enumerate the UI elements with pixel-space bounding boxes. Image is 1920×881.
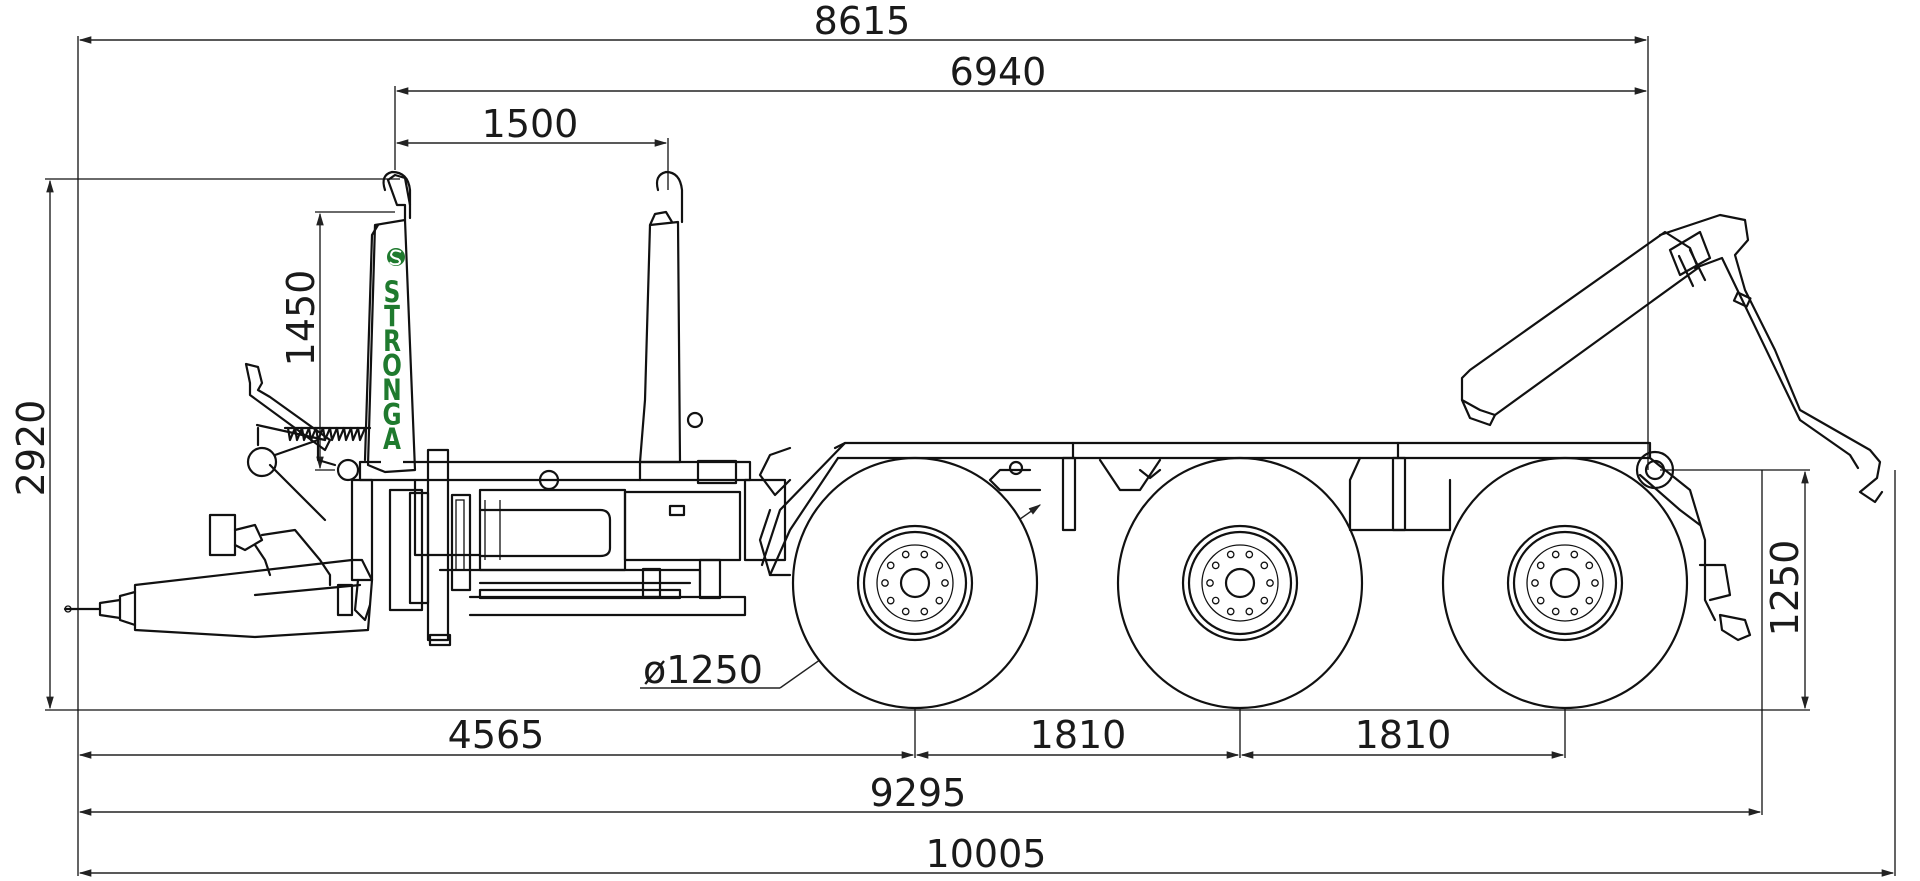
wheel-bolt xyxy=(901,550,910,559)
wheel-bolt xyxy=(941,579,949,587)
wheel-bolt xyxy=(920,550,929,559)
stronga-s-logo xyxy=(387,248,405,266)
body-and-drawbar xyxy=(63,362,792,647)
wheel-bolt xyxy=(886,596,895,605)
wheel-bolt xyxy=(886,561,895,570)
front-plate-holes xyxy=(455,499,465,571)
wheel-bolt xyxy=(1536,596,1545,605)
wheel-bolt xyxy=(1551,607,1560,616)
wheel-bolt xyxy=(901,607,910,616)
wheel-bolt xyxy=(1226,607,1235,616)
dim-1450: 1450 xyxy=(279,270,323,367)
dim-6940: 6940 xyxy=(950,50,1047,94)
wheel-bolt xyxy=(1591,579,1599,587)
wheel-bolt xyxy=(1245,550,1254,559)
dim-1250: 1250 xyxy=(1763,540,1807,637)
wheel-bolt xyxy=(1206,579,1214,587)
wheel-bolt xyxy=(1226,550,1235,559)
dim-8615: 8615 xyxy=(814,0,911,43)
wheel-bolt xyxy=(1211,561,1220,570)
dimension-lines xyxy=(45,36,1896,877)
dim-1810-a: 1810 xyxy=(1030,713,1127,757)
wheel-bolt xyxy=(1531,579,1539,587)
wheel-bolt xyxy=(1585,596,1594,605)
wheel-front xyxy=(791,456,1039,710)
wheel-bolt xyxy=(1570,607,1579,616)
dim-wheel-diameter: ø1250 xyxy=(643,648,763,692)
wheel-bolt xyxy=(920,607,929,616)
wheel-bolt xyxy=(1570,550,1579,559)
wheel-middle xyxy=(1116,456,1364,710)
dim-1500: 1500 xyxy=(482,102,579,146)
dim-4565: 4565 xyxy=(448,713,545,757)
wheel-bolt xyxy=(935,561,944,570)
wheel-bolt xyxy=(1536,561,1545,570)
hook-arm xyxy=(1460,213,1884,504)
wheel-bolt xyxy=(935,596,944,605)
wheel-bolt xyxy=(1266,579,1274,587)
wheel-rear xyxy=(1441,456,1689,710)
wheel-bolt xyxy=(1260,561,1269,570)
wheel-bolt xyxy=(881,579,889,587)
wheel-bolt xyxy=(1551,550,1560,559)
dim-2920: 2920 xyxy=(9,400,53,497)
lifting-frame xyxy=(358,170,752,482)
dimension-labels: 8615 6940 1500 4565 1810 1810 9295 10005… xyxy=(9,0,1807,876)
wheel-bolt xyxy=(1260,596,1269,605)
wheels xyxy=(791,456,1689,710)
dim-9295: 9295 xyxy=(870,771,967,815)
dim-10005: 10005 xyxy=(926,832,1047,876)
chassis-frame xyxy=(760,441,1752,642)
wheel-bolt xyxy=(1211,596,1220,605)
wheel-bolt xyxy=(1245,607,1254,616)
dim-1810-b: 1810 xyxy=(1355,713,1452,757)
wheel-bolt xyxy=(1585,561,1594,570)
